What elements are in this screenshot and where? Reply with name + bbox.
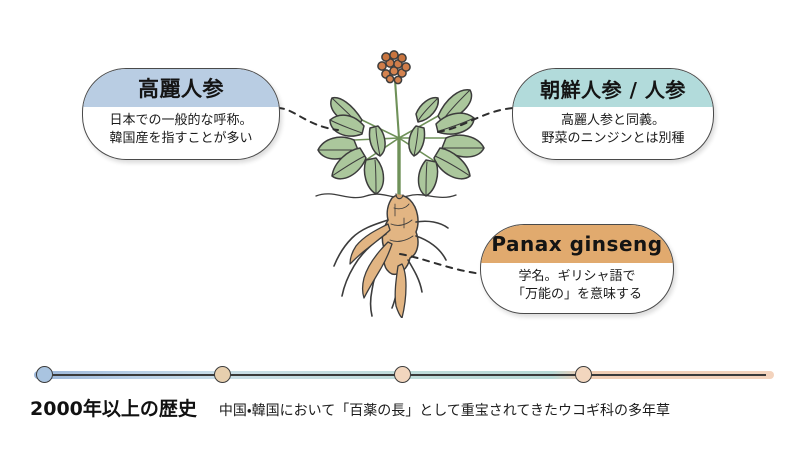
callout-card-koraininjin[interactable]: 高麗人参 日本での一般的な呼称。 韓国産を指すことが多い <box>82 68 280 160</box>
flower-stalk <box>393 78 401 140</box>
timeline-dot-4[interactable] <box>575 366 592 383</box>
leaf-group-left <box>317 96 386 195</box>
berry-cluster <box>377 50 411 85</box>
card-desc-line2: 「万能の」を意味する <box>511 287 642 303</box>
card-body-koraininjin: 日本での一般的な呼称。 韓国産を指すことが多い <box>83 107 279 149</box>
connector-left-dashed-line <box>277 107 339 131</box>
card-desc-line2: 韓国産を指すことが多い <box>109 131 253 147</box>
card-body-chosenninjin: 高麗人参と同義。 野菜のニンジンとは別種 <box>513 107 713 149</box>
timeline-dot-2[interactable] <box>214 366 231 383</box>
card-title-koraininjin: 高麗人参 <box>138 77 224 101</box>
ginseng-plant-illustration <box>315 50 485 318</box>
leaf-group-right <box>408 89 485 197</box>
card-body-panax: 学名。ギリシャ語で 「万能の」を意味する <box>481 263 673 305</box>
card-header-chosenninjin: 朝鮮人参 / 人参 <box>513 69 713 107</box>
card-header-panax: Panax ginseng <box>481 225 673 263</box>
caption-subtitle: 中国・韓国において「百薬の長」として重宝されてきたウコギ科の多年草 <box>218 403 670 419</box>
callout-card-chosenninjin[interactable]: 朝鮮人参 / 人参 高麗人参と同義。 野菜のニンジンとは別種 <box>512 68 714 160</box>
caption-row: 2000年以上の歴史 中国・韓国において「百薬の長」として重宝されてきたウコギ科… <box>30 394 780 421</box>
history-timeline <box>34 362 774 388</box>
connector-root-dashed-line <box>399 253 483 275</box>
card-desc-line1: 日本での一般的な呼称。 <box>109 113 253 128</box>
ground-line <box>315 193 457 199</box>
card-title-panax: Panax ginseng <box>491 232 663 256</box>
card-header-koraininjin: 高麗人参 <box>83 69 279 107</box>
timeline-dot-3[interactable] <box>394 366 411 383</box>
ginseng-root <box>333 194 449 318</box>
callout-card-panax-ginseng[interactable]: Panax ginseng 学名。ギリシャ語で 「万能の」を意味する <box>480 224 674 314</box>
card-title-chosenninjin: 朝鮮人参 / 人参 <box>540 77 686 102</box>
card-desc-line1: 学名。ギリシャ語で <box>518 269 636 284</box>
connector-right-dashed-line <box>437 107 515 133</box>
card-desc-line2: 野菜のニンジンとは別種 <box>541 131 685 147</box>
caption-title: 2000年以上の歴史 <box>30 398 197 420</box>
timeline-dot-1[interactable] <box>36 366 53 383</box>
card-desc-line1: 高麗人参と同義。 <box>560 113 665 128</box>
